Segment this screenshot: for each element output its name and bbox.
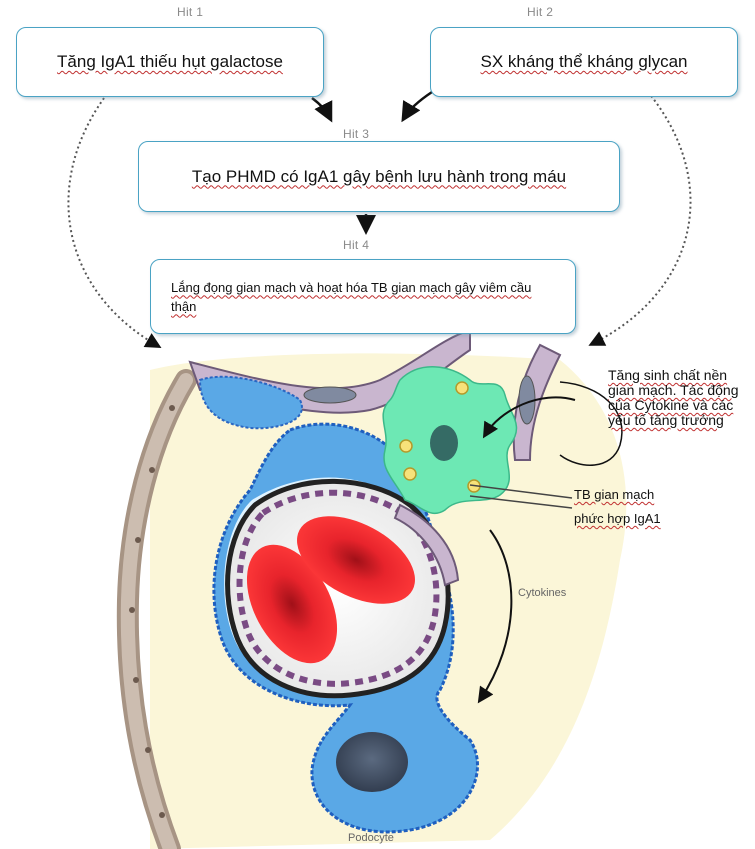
matrix-annotation-line2: gian mạch. Tác động [608,383,739,398]
matrix-annotation-line4: yếu tố tăng trưởng [608,413,724,428]
podocyte-label: Podocyte [348,832,394,844]
hit2-text: SX kháng thể kháng glycan [481,52,688,72]
matrix-annotation-line1: Tăng sinh chất nền [608,368,727,383]
hit4-label: Hit 4 [343,238,369,252]
mesangial-annotation-line1: TB gian mạch [574,487,654,502]
hit2-label: Hit 2 [527,5,553,19]
hit1-box: Tăng IgA1 thiếu hụt galactose [16,27,324,97]
hit1-text: Tăng IgA1 thiếu hụt galactose [57,52,283,72]
matrix-annotation-line3: của Cytokine và các [608,398,733,413]
hit4-text: Lắng đọng gian mạch và hoạt hóa TB gian … [171,278,555,316]
hit2-box: SX kháng thể kháng glycan [430,27,738,97]
cytokines-label: Cytokines [518,587,566,599]
hit3-text: Tạo PHMD có IgA1 gây bệnh lưu hành trong… [192,167,566,187]
hit3-box: Tạo PHMD có IgA1 gây bệnh lưu hành trong… [138,141,620,212]
hit1-label: Hit 1 [177,5,203,19]
podocyte-nucleus [336,732,408,792]
mesangial-annotation-line2: phức hợp IgA1 [574,511,661,526]
hit3-label: Hit 3 [343,127,369,141]
hit4-box: Lắng đọng gian mạch và hoạt hóa TB gian … [150,259,576,334]
